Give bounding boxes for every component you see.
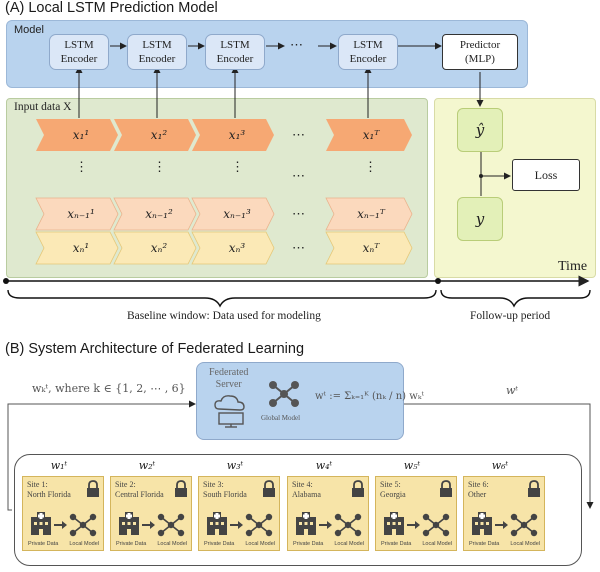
middle-ellipsis: ⋯: [292, 168, 306, 183]
global-model-network-icon: [269, 381, 299, 407]
row-1-chevrons: [36, 119, 412, 151]
lock-icon: [87, 480, 99, 497]
site-3-label: Site 3: South Florida: [203, 480, 247, 499]
vertical-dots-2: ⋮: [153, 159, 166, 174]
row-1-ellipsis: ⋯: [292, 127, 306, 142]
input-data-label: Input data X: [14, 101, 72, 113]
private-data-label: Private Data: [293, 541, 324, 547]
encoder-ellipsis: ⋯: [290, 37, 304, 52]
site-card-4: Site 4: Alabama Private Data Local Model: [287, 476, 369, 551]
broadcast-weights-label: wᵗ: [506, 384, 519, 397]
hospital-to-model-icon: [207, 512, 273, 537]
site-2-weight: w₂ᵗ: [138, 459, 156, 472]
input-cell-2-1: xₙ₋₁¹: [67, 207, 95, 221]
input-cell-2-3: xₙ₋₁³: [223, 207, 251, 221]
site-3-weight: w₃ᵗ: [226, 459, 244, 472]
site-card-3: Site 3: South Florida Private Data Local…: [198, 476, 280, 551]
y-box: y: [457, 197, 503, 241]
site-card-1: Site 1: North Florida Private Data Local…: [22, 476, 104, 551]
input-cell-1-2: x₁²: [150, 128, 168, 142]
upload-weights-label: wₖᵗ, where k ∈ {1, 2, ⋯ , 6}: [32, 382, 186, 395]
hospital-to-model-icon: [31, 512, 97, 537]
site-1-label: Site 1: North Florida: [27, 480, 71, 499]
site-4-label: Site 4: Alabama: [292, 480, 321, 499]
input-cell-3-2: xₙ²: [150, 241, 168, 255]
local-model-label: Local Model: [510, 541, 540, 547]
site-card-6: Site 6: Other Private Data Local Model: [463, 476, 545, 551]
y-hat-box: ŷ: [457, 108, 503, 152]
lstm-encoder-3: LSTM Encoder: [205, 34, 265, 70]
input-cell-1-1: x₁¹: [72, 128, 90, 142]
lstm-encoder-t: LSTM Encoder: [338, 34, 398, 70]
row-3-ellipsis: ⋯: [292, 240, 306, 255]
row-3-chevrons: [35, 231, 413, 265]
input-cell-1-t: x₁ᵀ: [362, 128, 380, 142]
input-cell-2-t: xₙ₋₁ᵀ: [357, 207, 385, 221]
federated-server: Federated Server Global Model wᵗ := Σₖ₌₁…: [196, 362, 424, 440]
site-4-weight: w₄ᵗ: [315, 459, 333, 472]
site-1-weight: w₁ᵗ: [50, 459, 68, 472]
local-model-label: Local Model: [422, 541, 452, 547]
predictor-box: Predictor (MLP): [442, 34, 518, 70]
lock-icon: [263, 480, 275, 497]
section-a-title: (A) Local LSTM Prediction Model: [5, 0, 218, 16]
local-model-label: Local Model: [245, 541, 275, 547]
time-label: Time: [558, 259, 588, 274]
section-b-title: (B) System Architecture of Federated Lea…: [5, 341, 305, 357]
vertical-dots-3: ⋮: [231, 159, 244, 174]
input-cell-3-1: xₙ¹: [72, 241, 90, 255]
hospital-to-model-icon: [296, 512, 362, 537]
private-data-label: Private Data: [381, 541, 412, 547]
global-model-label: Global Model: [261, 414, 301, 422]
follow-up-label: Follow-up period: [470, 310, 551, 322]
input-cell-1-3: x₁³: [228, 128, 246, 142]
site-2-label: Site 2: Central Florida: [115, 480, 164, 499]
local-model-label: Local Model: [157, 541, 187, 547]
lock-icon: [440, 480, 452, 497]
private-data-label: Private Data: [28, 541, 59, 547]
lstm-encoder-1: LSTM Encoder: [49, 34, 109, 70]
site-card-2: Site 2: Central Florida Private Data Loc…: [110, 476, 192, 551]
private-data-label: Private Data: [469, 541, 500, 547]
site-5-label: Site 5: Georgia: [380, 480, 406, 499]
input-cell-2-2: xₙ₋₁²: [145, 207, 173, 221]
row-2-ellipsis: ⋯: [292, 206, 306, 221]
input-cell-3-t: xₙᵀ: [362, 241, 380, 255]
private-data-label: Private Data: [204, 541, 235, 547]
aggregation-formula: wᵗ := Σₖ₌₁ᴷ (nₖ / n) wₖᵗ: [315, 391, 424, 402]
hospital-to-model-icon: [472, 512, 538, 537]
input-cell-3-3: xₙ³: [228, 241, 246, 255]
site-5-weight: w₅ᵗ: [403, 459, 421, 472]
model-label: Model: [14, 24, 44, 36]
server-title: Federated Server: [209, 367, 249, 390]
vertical-dots-t: ⋮: [364, 159, 377, 174]
site-6-label: Site 6: Other: [468, 480, 489, 499]
lock-icon: [175, 480, 187, 497]
hospital-to-model-icon: [119, 512, 185, 537]
baseline-window-label: Baseline window: Data used for modeling: [127, 310, 321, 322]
local-model-label: Local Model: [334, 541, 364, 547]
lock-icon: [352, 480, 364, 497]
hospital-to-model-icon: [384, 512, 450, 537]
local-model-label: Local Model: [69, 541, 99, 547]
site-6-weight: w₆ᵗ: [491, 459, 509, 472]
loss-box: Loss: [512, 159, 580, 191]
private-data-label: Private Data: [116, 541, 147, 547]
vertical-dots-1: ⋮: [75, 159, 88, 174]
lstm-encoder-2: LSTM Encoder: [127, 34, 187, 70]
lock-icon: [528, 480, 540, 497]
cloud-server-icon: [214, 395, 245, 428]
row-2-chevrons: [35, 197, 413, 231]
site-card-5: Site 5: Georgia Private Data Local Model: [375, 476, 457, 551]
